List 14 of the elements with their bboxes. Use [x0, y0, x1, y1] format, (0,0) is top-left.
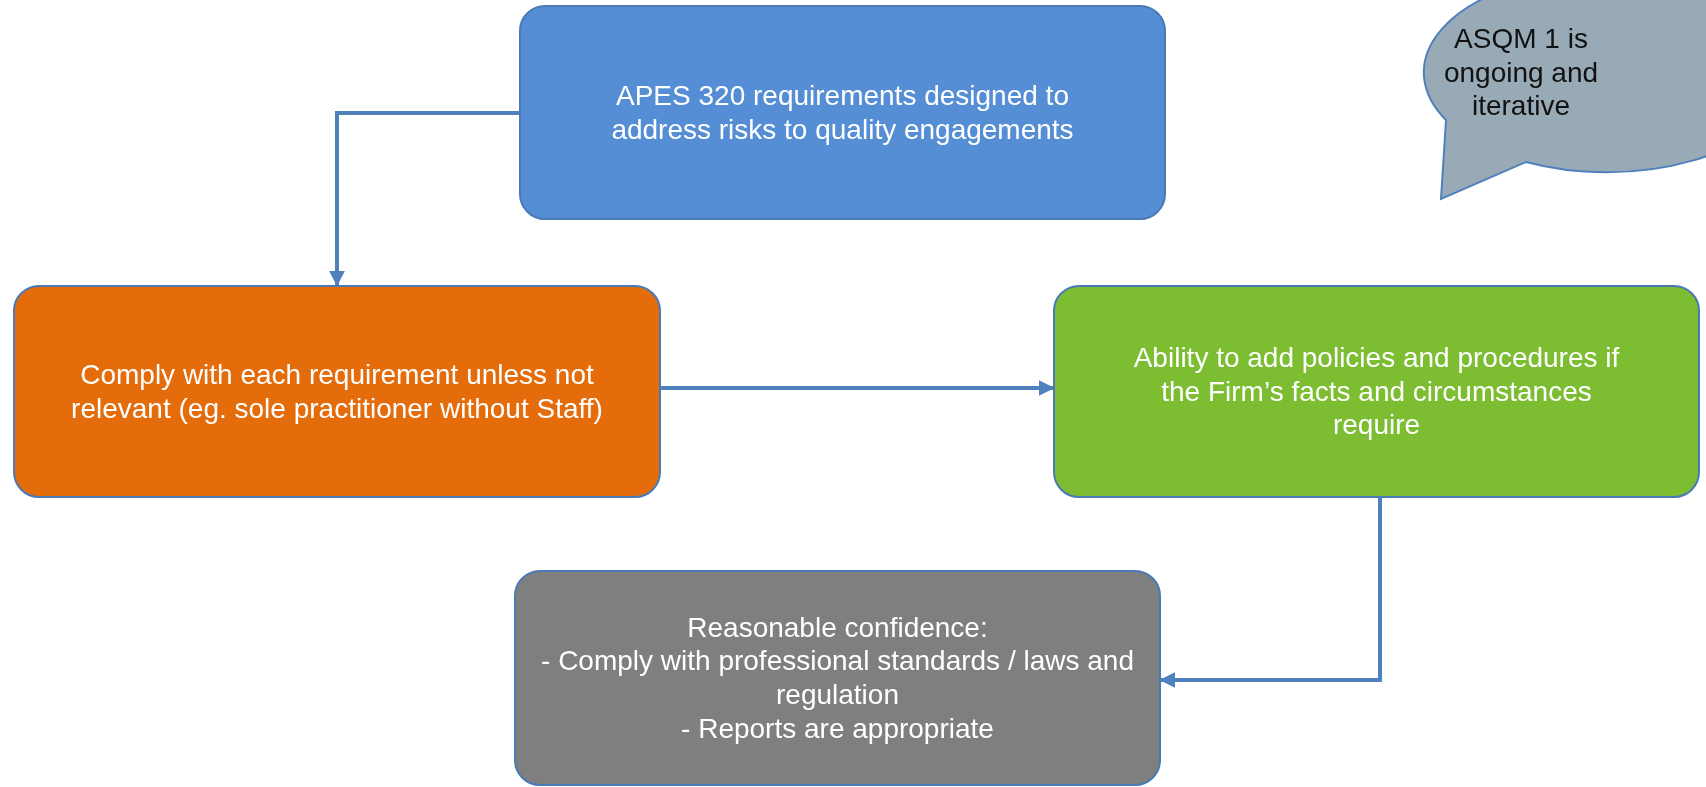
process-box: [519, 5, 1166, 220]
process-box: [1053, 285, 1700, 498]
box-text: APES 320 requirements designed to address risks to quality engagements: [610, 78, 1075, 147]
box-text: Ability to add policies and procedures if the Firm’s facts and circumstances require: [1132, 341, 1621, 442]
connector-arrow: [661, 380, 1055, 396]
connector-arrow: [329, 111, 519, 287]
process-box: [514, 570, 1161, 786]
box-text: - Reports are appropriate: [681, 711, 994, 746]
process-box: [13, 285, 661, 498]
bubble-text: ASQM 1 is ongoing and iterative: [1442, 22, 1600, 123]
connector-arrow: [1159, 498, 1382, 688]
box-text: Comply with each requirement unless not relevant (eg. sole practitioner without Staff): [70, 357, 604, 426]
box-text: - Comply with professional standards / laws and regulation: [540, 644, 1135, 712]
box-text: Reasonable confidence:: [687, 610, 988, 645]
